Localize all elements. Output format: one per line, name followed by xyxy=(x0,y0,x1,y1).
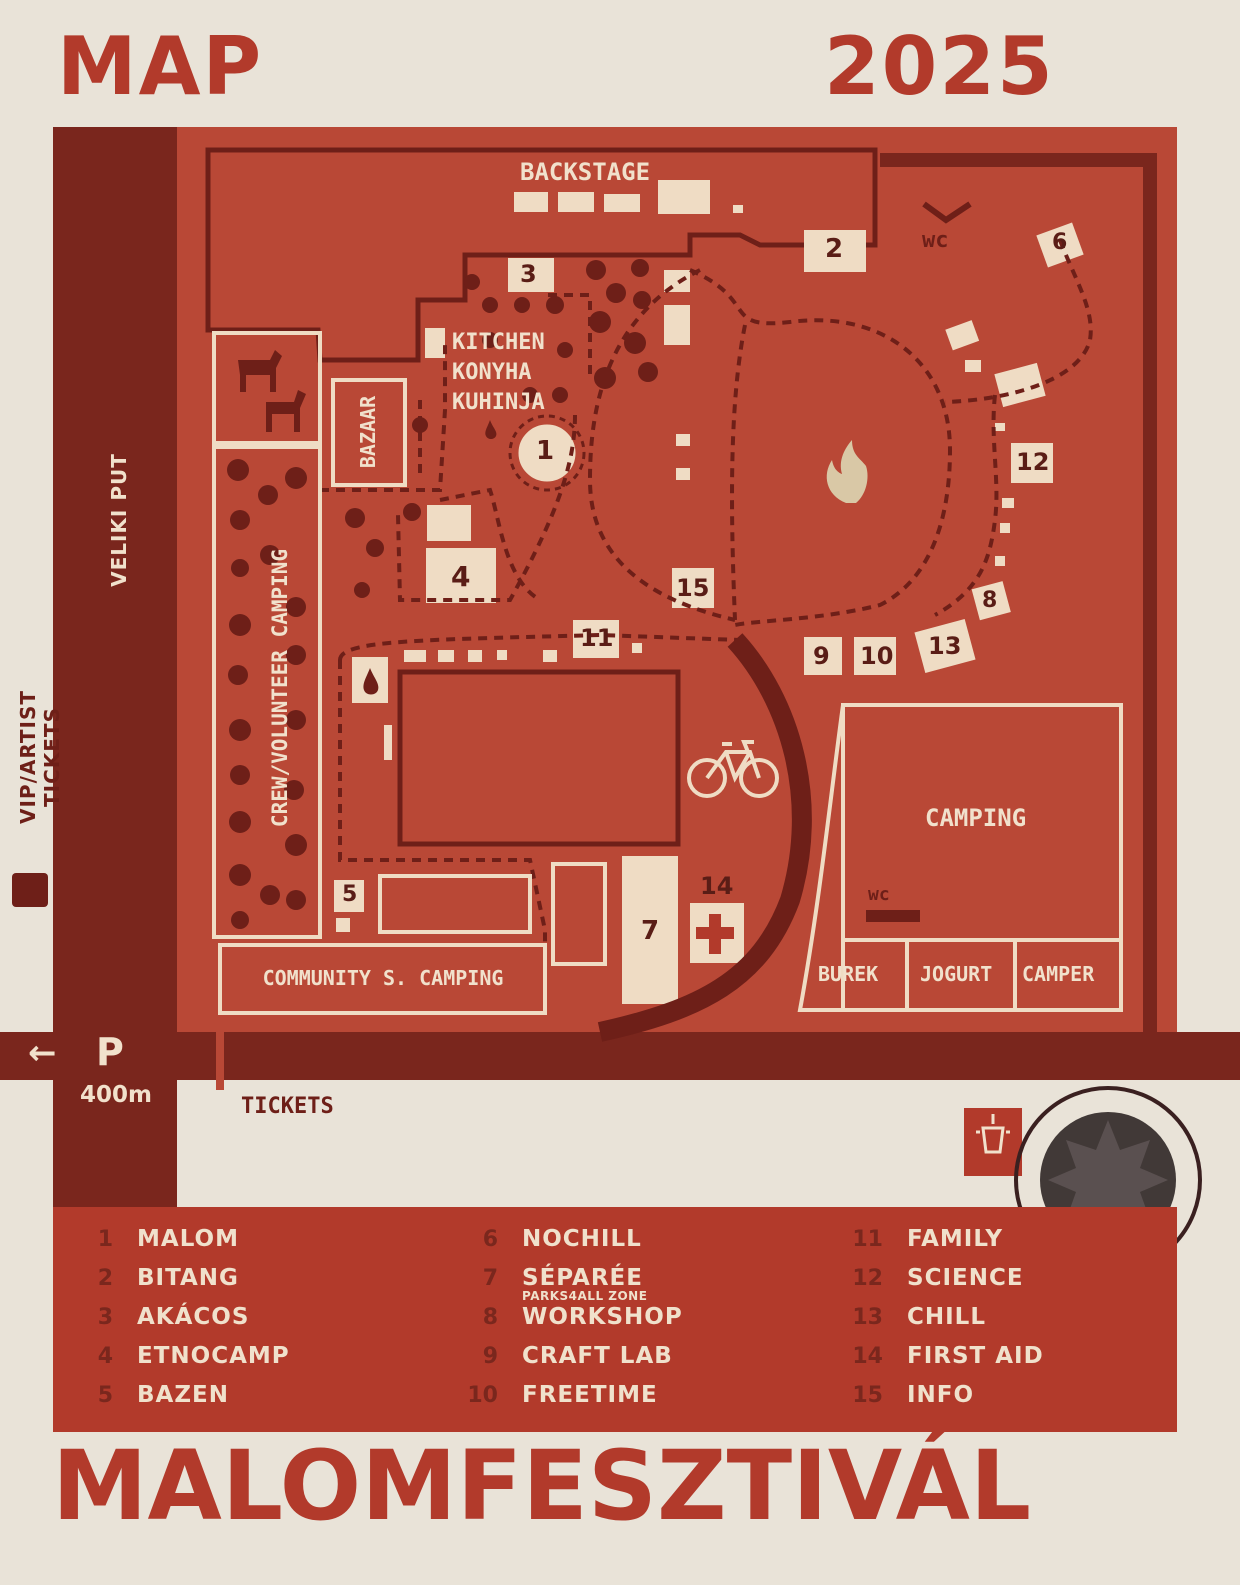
backstage-label: BACKSTAGE xyxy=(520,158,651,186)
parking-distance: 400m xyxy=(80,1082,152,1108)
wc-label-top: wc xyxy=(922,228,949,253)
vip-tickets-label: VIP/ARTIST TICKETS xyxy=(16,690,64,824)
bicycle-icon xyxy=(687,740,779,798)
map-number-2: 2 xyxy=(825,234,844,264)
map-number-10: 10 xyxy=(860,642,894,670)
kitchen-label-3: KUHINJA xyxy=(452,390,545,415)
first-aid-icon xyxy=(696,914,734,954)
trees xyxy=(227,259,658,929)
map-number-15: 15 xyxy=(676,574,710,602)
map-number-6: 6 xyxy=(1052,230,1068,255)
road-horizontal xyxy=(0,1032,1240,1080)
map-number-5: 5 xyxy=(342,882,358,907)
map-number-3: 3 xyxy=(520,260,537,288)
water-drop-icon xyxy=(363,668,379,695)
backstage-blocks xyxy=(514,180,743,214)
horse-icon xyxy=(238,350,306,432)
stage-boxes xyxy=(334,222,1084,1004)
legend-subtitle: PARKS4ALL ZONE xyxy=(522,1289,648,1303)
map-number-13: 13 xyxy=(928,632,962,660)
jogurt-label: JOGURT xyxy=(920,962,993,986)
wc-chevron-icon xyxy=(922,201,972,224)
map-number-11: 11 xyxy=(580,624,614,652)
map-number-1: 1 xyxy=(536,436,555,466)
veliki-put-label: VELIKI PUT xyxy=(107,453,131,587)
wc-label-camping: wc xyxy=(868,884,890,905)
festival-title: MALOMFESZTIVÁL xyxy=(52,1430,1032,1542)
map-number-9: 9 xyxy=(813,642,830,670)
parking-label: P xyxy=(96,1030,124,1074)
kitchen-label-1: KITCHEN xyxy=(452,330,545,355)
campfire-icon xyxy=(826,440,868,503)
bazaar-label: BAZAAR xyxy=(356,395,380,469)
community-camping-label: COMMUNITY S. CAMPING xyxy=(262,966,504,990)
year-title: 2025 xyxy=(824,20,1055,113)
map-number-7: 7 xyxy=(641,916,660,946)
tickets-label: TICKETS xyxy=(241,1094,334,1119)
kitchen-label-2: KONYHA xyxy=(452,360,532,385)
camper-label: CAMPER xyxy=(1022,962,1095,986)
map-number-8: 8 xyxy=(982,588,998,613)
parking-arrow: ← xyxy=(28,1033,57,1073)
map-number-12: 12 xyxy=(1016,448,1050,476)
map-title: MAP xyxy=(57,20,264,113)
burek-label: BUREK xyxy=(818,962,879,986)
road-veliki-put xyxy=(53,127,177,1207)
crew-camping-label: CREW/VOLUNTEER CAMPING xyxy=(268,548,292,828)
map-number-14: 14 xyxy=(700,872,734,900)
camping-label: CAMPING xyxy=(925,804,1027,832)
map-number-4: 4 xyxy=(451,560,471,593)
